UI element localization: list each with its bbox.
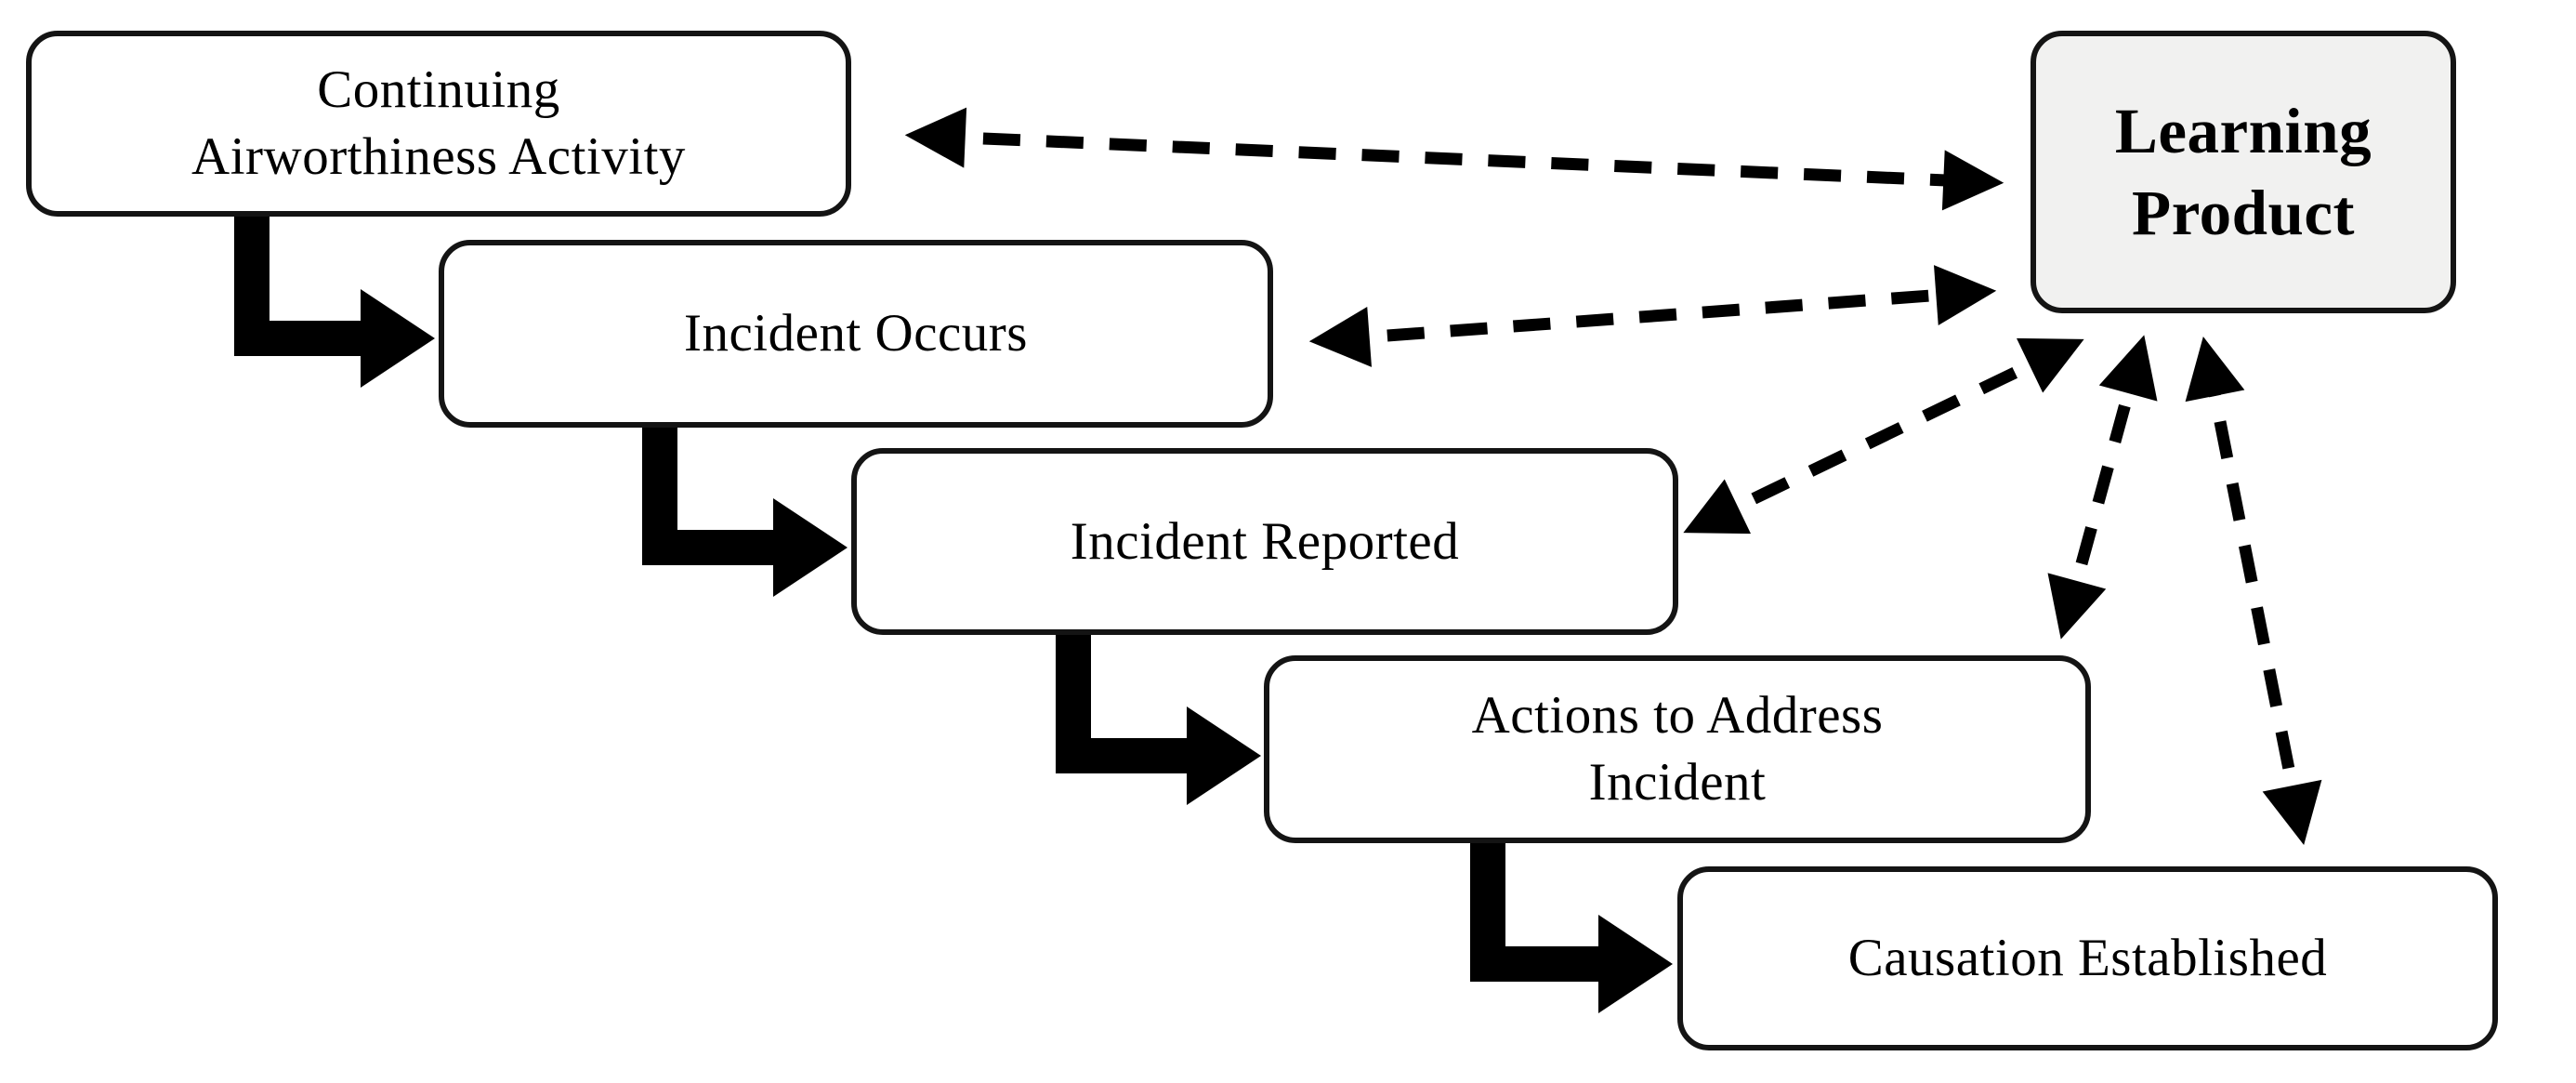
node-causation-established: Causation Established bbox=[1677, 866, 2498, 1050]
feedback-arrow-causation-established bbox=[2185, 337, 2322, 845]
feedback-arrow-actions-to-address bbox=[2047, 335, 2158, 640]
node-label-actions-to-address-incident: Actions to Address Incident bbox=[1471, 686, 1884, 812]
flow-connector-4-elbow-arrow bbox=[1470, 839, 1673, 1013]
node-label-learning-product: Learning Product bbox=[2114, 95, 2372, 248]
node-label-incident-reported: Incident Reported bbox=[1070, 511, 1460, 571]
node-label-continuing-airworthiness-activity: Continuing Airworthiness Activity bbox=[191, 60, 686, 186]
node-incident-reported: Incident Reported bbox=[851, 448, 1678, 635]
node-incident-occurs: Incident Occurs bbox=[439, 240, 1273, 428]
flow-connector-1-elbow-arrow bbox=[234, 213, 435, 388]
node-actions-to-address-incident: Actions to Address Incident bbox=[1264, 655, 2091, 843]
feedback-arrow-incident-occurs bbox=[1308, 265, 1997, 367]
flow-connector-2-elbow-arrow bbox=[642, 425, 848, 597]
feedback-arrow-continuing-airworthiness bbox=[904, 107, 2004, 211]
flow-connector-3-elbow-arrow bbox=[1056, 632, 1261, 805]
node-learning-product: Learning Product bbox=[2031, 31, 2456, 313]
feedback-arrow-incident-reported bbox=[1683, 337, 2084, 535]
node-label-incident-occurs: Incident Occurs bbox=[684, 304, 1028, 363]
node-continuing-airworthiness-activity: Continuing Airworthiness Activity bbox=[26, 31, 851, 217]
node-label-causation-established: Causation Established bbox=[1847, 929, 2328, 988]
